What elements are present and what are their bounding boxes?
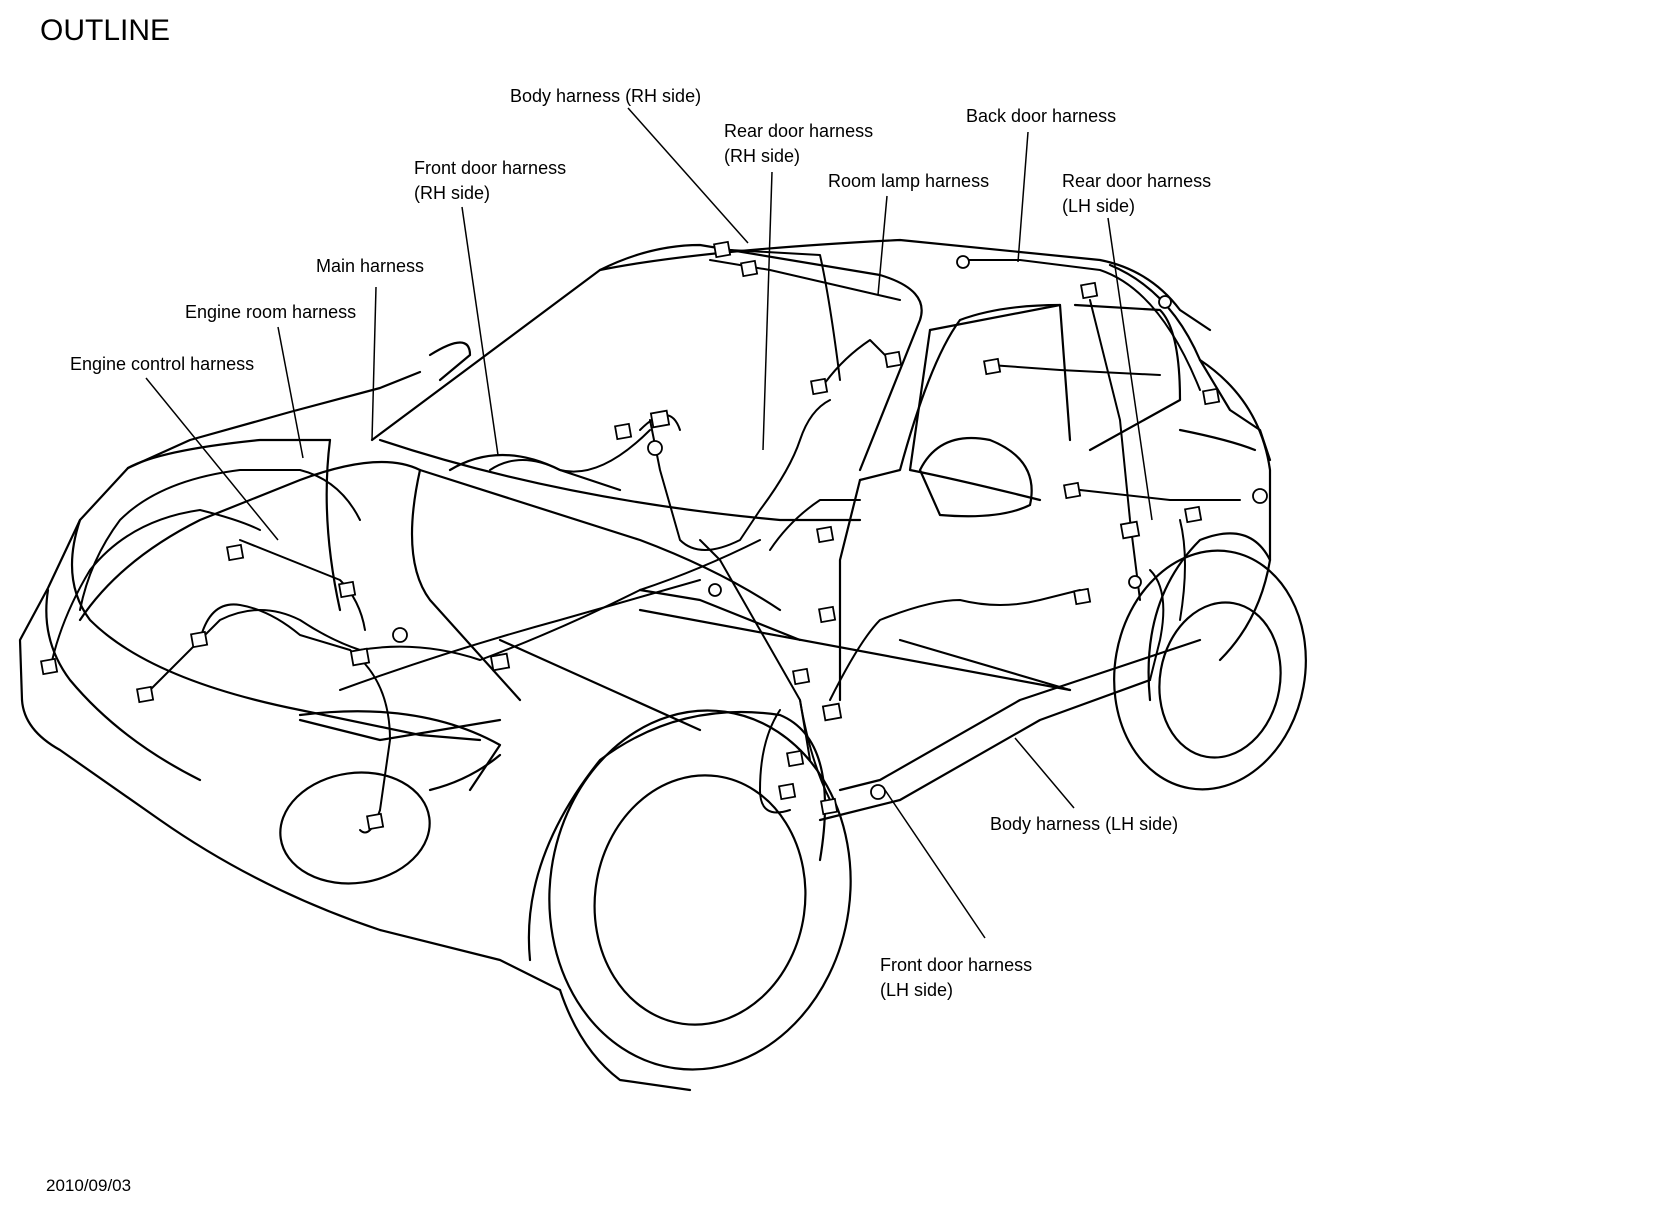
grommet-icon xyxy=(870,784,886,800)
harness-wires xyxy=(49,249,1241,834)
grommet-icon xyxy=(647,440,663,456)
label-text-line-1: Front door harness xyxy=(414,158,567,178)
date-stamp: 2010/09/03 xyxy=(46,1176,132,1195)
connector-icon xyxy=(713,240,732,259)
connector-icon xyxy=(226,543,245,562)
label-text-line-1: Rear door harness xyxy=(1062,171,1212,191)
connector-icon xyxy=(1119,520,1141,540)
connector-icon xyxy=(1202,387,1221,406)
connector-icon xyxy=(1080,281,1099,300)
label-text: Main harness xyxy=(316,256,425,276)
label-text: Body harness (RH side) xyxy=(510,86,702,106)
label-engine-room-harness: Engine room harness xyxy=(185,300,356,325)
grommet-icon xyxy=(1158,295,1172,309)
label-room-lamp-harness: Room lamp harness xyxy=(828,169,989,194)
label-text-line-1: Rear door harness xyxy=(724,121,874,141)
label-body-harness-lh: Body harness (LH side) xyxy=(990,812,1178,837)
connector-icon xyxy=(818,605,837,624)
connector-icon xyxy=(810,377,829,396)
label-text-line-2: (RH side) xyxy=(724,146,801,166)
connector-icon xyxy=(349,647,371,667)
connector-icon xyxy=(366,812,385,831)
grommet-icon xyxy=(1252,488,1268,504)
connector-icon xyxy=(816,525,835,544)
label-main-harness: Main harness xyxy=(316,254,424,279)
label-text-line-1: Front door harness xyxy=(880,955,1033,975)
label-text: Engine room harness xyxy=(185,302,357,322)
grommet-icon xyxy=(708,583,722,597)
connector-icon xyxy=(983,357,1002,376)
connector-icon xyxy=(1184,505,1203,524)
label-text-line-2: (LH side) xyxy=(1062,196,1136,216)
connector-icon xyxy=(778,782,797,801)
grommet-icon xyxy=(392,627,408,643)
page-title: OUTLINE xyxy=(40,14,171,47)
label-text: Engine control harness xyxy=(70,354,255,374)
grommet-icon xyxy=(1128,575,1142,589)
connectors xyxy=(40,240,1268,831)
label-body-harness-rh: Body harness (RH side) xyxy=(510,84,701,109)
connector-icon xyxy=(40,657,59,676)
label-text: Room lamp harness xyxy=(828,171,990,191)
connector-icon xyxy=(1063,481,1082,500)
connector-icon xyxy=(614,422,633,441)
label-text-line-2: (LH side) xyxy=(880,980,954,1000)
leader-lines xyxy=(145,107,1153,939)
connector-icon xyxy=(884,350,903,369)
connector-icon xyxy=(338,580,357,599)
label-front-door-harness-lh: Front door harness (LH side) xyxy=(880,953,1032,1003)
connector-icon xyxy=(821,702,843,722)
connector-icon xyxy=(190,630,209,649)
label-text: Back door harness xyxy=(966,106,1117,126)
label-rear-door-harness-lh: Rear door harness (LH side) xyxy=(1062,169,1211,219)
label-front-door-harness-rh: Front door harness (RH side) xyxy=(414,156,566,206)
connector-icon xyxy=(489,652,511,672)
connector-icon xyxy=(649,409,671,429)
connector-icon xyxy=(136,685,155,704)
label-engine-control-harness: Engine control harness xyxy=(70,352,254,377)
label-text-line-2: (RH side) xyxy=(414,183,491,203)
connector-icon xyxy=(1073,587,1092,606)
connector-icon xyxy=(820,797,839,816)
connector-icon xyxy=(792,667,811,686)
label-rear-door-harness-rh: Rear door harness (RH side) xyxy=(724,119,873,169)
connector-icon xyxy=(786,749,805,768)
label-text: Body harness (LH side) xyxy=(990,814,1179,834)
label-back-door-harness: Back door harness xyxy=(966,104,1116,129)
grommet-icon xyxy=(956,255,970,269)
connector-icon xyxy=(740,259,759,278)
vehicle-body-outline xyxy=(18,238,1307,1092)
